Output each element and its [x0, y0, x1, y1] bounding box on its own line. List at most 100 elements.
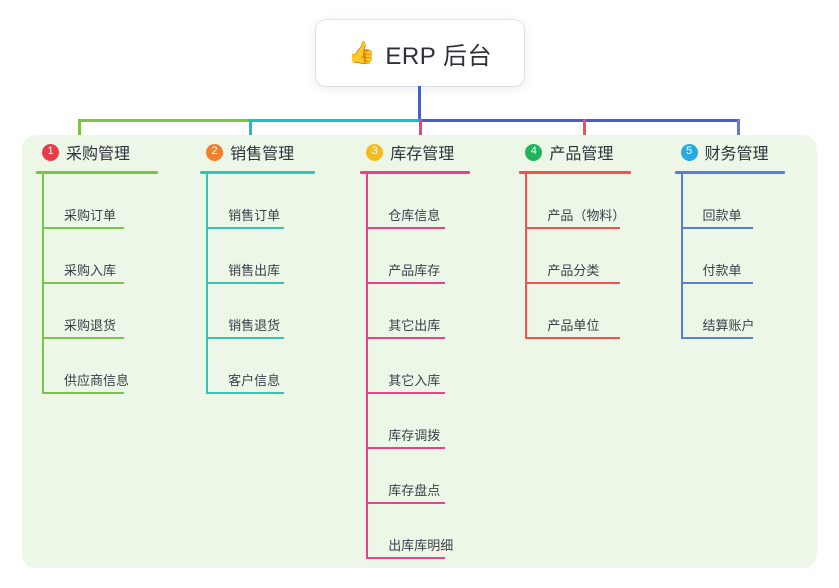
leaf-underline: [42, 337, 124, 339]
branch-header-2[interactable]: 2 销售管理: [200, 135, 360, 169]
trunk-line: [418, 86, 421, 122]
branch-drop-5: [737, 119, 740, 147]
branch-column-5: 5 财务管理回款单付款单结算账户: [674, 135, 817, 568]
branch-title-2: 销售管理: [230, 146, 295, 163]
leaf-node[interactable]: 付款单: [680, 229, 817, 284]
bus-segment-left: [78, 119, 249, 122]
leaf-underline: [366, 502, 446, 504]
branch-title-1: 采购管理: [66, 146, 131, 163]
leaf-label: 销售出库: [228, 263, 281, 278]
leaf-node[interactable]: 产品分类: [525, 229, 674, 284]
leaf-underline: [366, 392, 446, 394]
leaf-label: 销售订单: [228, 208, 281, 223]
leaf-underline: [680, 337, 753, 339]
leaf-node[interactable]: 产品（物料）: [525, 174, 674, 229]
leaf-label: 采购订单: [64, 208, 117, 223]
leaf-node[interactable]: 产品库存: [366, 229, 519, 284]
leaf-node[interactable]: 其它出库: [366, 284, 519, 339]
branch-items-2: 销售订单销售出库销售退货客户信息: [200, 174, 360, 394]
branch-column-1: 1 采购管理采购订单采购入库采购退货供应商信息: [36, 135, 200, 568]
root-node[interactable]: 👍 ERP 后台: [316, 20, 524, 86]
branch-title-4: 产品管理: [549, 146, 614, 163]
branch-header-1[interactable]: 1 采购管理: [36, 135, 200, 169]
branch-spine-5: [680, 174, 683, 339]
branch-column-3: 3 库存管理仓库信息产品库存其它出库其它入库库存调拨库存盘点出库库明细: [360, 135, 519, 568]
branch-drop-4: [583, 119, 586, 147]
leaf-node[interactable]: 采购订单: [42, 174, 200, 229]
leaf-node[interactable]: 回款单: [680, 174, 817, 229]
leaf-label: 产品（物料）: [547, 208, 626, 223]
branch-items-3: 仓库信息产品库存其它出库其它入库库存调拨库存盘点出库库明细: [360, 174, 519, 559]
leaf-underline: [366, 337, 446, 339]
leaf-underline: [525, 282, 621, 284]
leaf-underline: [206, 392, 285, 394]
leaf-label: 采购入库: [64, 263, 117, 278]
branch-drop-3: [419, 119, 422, 147]
leaf-underline: [366, 447, 446, 449]
leaf-node[interactable]: 结算账户: [680, 284, 817, 339]
leaf-underline: [206, 227, 285, 229]
root-node-label: ERP 后台: [385, 42, 492, 70]
leaf-node[interactable]: 销售订单: [206, 174, 360, 229]
leaf-label: 客户信息: [228, 373, 281, 388]
leaf-node[interactable]: 其它入库: [366, 339, 519, 394]
leaf-label: 结算账户: [702, 318, 755, 333]
branch-spine-2: [206, 174, 209, 394]
leaf-underline: [206, 282, 285, 284]
leaf-node[interactable]: 仓库信息: [366, 174, 519, 229]
branch-column-2: 2 销售管理销售订单销售出库销售退货客户信息: [200, 135, 360, 568]
branch-underline-1: [36, 171, 158, 174]
leaf-underline: [366, 227, 446, 229]
branch-header-5[interactable]: 5 财务管理: [675, 135, 817, 169]
leaf-underline: [525, 227, 621, 229]
leaf-underline: [206, 337, 285, 339]
leaf-node[interactable]: 出库库明细: [366, 504, 519, 559]
leaf-node[interactable]: 库存调拨: [366, 394, 519, 449]
bus-segment-right: [419, 119, 740, 122]
leaf-label: 销售退货: [228, 318, 281, 333]
leaf-node[interactable]: 销售退货: [206, 284, 360, 339]
leaf-label: 采购退货: [64, 318, 117, 333]
leaf-node[interactable]: 采购退货: [42, 284, 200, 339]
branch-underline-4: [519, 171, 632, 174]
leaf-underline: [366, 282, 446, 284]
leaf-node[interactable]: 库存盘点: [366, 449, 519, 504]
branch-badge-1: 1: [42, 143, 59, 161]
leaf-label: 出库库明细: [388, 538, 454, 553]
leaf-node[interactable]: 客户信息: [206, 339, 360, 394]
thumbs-up-icon: 👍: [348, 40, 376, 65]
leaf-underline: [42, 227, 124, 229]
leaf-node[interactable]: 供应商信息: [42, 339, 200, 394]
leaf-node[interactable]: 销售出库: [206, 229, 360, 284]
branch-title-5: 财务管理: [704, 146, 769, 163]
leaf-underline: [680, 227, 753, 229]
branch-badge-2: 2: [206, 143, 224, 161]
leaf-underline: [366, 557, 446, 559]
leaf-label: 产品库存: [388, 263, 441, 278]
branch-spine-3: [366, 174, 369, 559]
leaf-label: 产品单位: [547, 318, 600, 333]
branch-spine-4: [525, 174, 528, 339]
leaf-label: 付款单: [702, 263, 742, 278]
branch-items-1: 采购订单采购入库采购退货供应商信息: [36, 174, 200, 394]
branch-underline-3: [360, 171, 471, 174]
leaf-node[interactable]: 产品单位: [525, 284, 674, 339]
branch-underline-5: [674, 171, 785, 174]
branch-drop-2: [249, 119, 252, 147]
branch-header-3[interactable]: 3 库存管理: [360, 135, 519, 169]
leaf-label: 供应商信息: [64, 373, 130, 388]
leaf-underline: [42, 392, 124, 394]
branch-columns: 1 采购管理采购订单采购入库采购退货供应商信息 2 销售管理销售订单销售出库销售退货客…: [22, 135, 817, 568]
branch-drop-1: [78, 119, 81, 147]
leaf-label: 其它入库: [388, 373, 441, 388]
leaf-label: 回款单: [702, 208, 742, 223]
leaf-node[interactable]: 采购入库: [42, 229, 200, 284]
branch-title-3: 库存管理: [390, 146, 455, 163]
branch-badge-3: 3: [366, 143, 384, 161]
bus-segment-mid: [249, 119, 419, 122]
leaf-label: 其它出库: [388, 318, 441, 333]
branch-badge-5: 5: [680, 143, 698, 161]
leaf-underline: [680, 282, 753, 284]
